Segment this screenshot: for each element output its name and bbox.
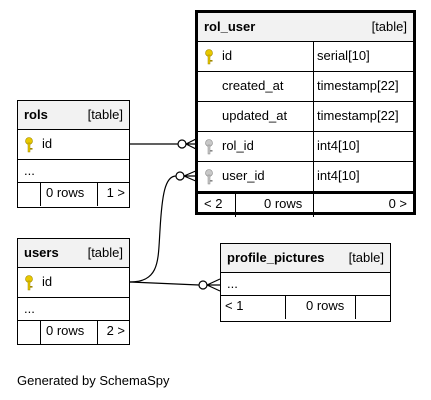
- generated-by-caption: Generated by SchemaSpy: [17, 373, 170, 388]
- column-type: timestamp[22]: [317, 108, 399, 123]
- table-tag: [table]: [87, 107, 123, 122]
- table-footer: 0 rows 2 >: [18, 321, 129, 344]
- children-link[interactable]: 1 >: [106, 185, 125, 200]
- table-users[interactable]: users [table] id ... 0 rows 2 >: [17, 238, 130, 345]
- more-columns-indicator: ...: [18, 298, 129, 321]
- column-name: id: [42, 136, 53, 151]
- column-row: created_at timestamp[22]: [198, 72, 413, 102]
- table-tag: [table]: [87, 245, 123, 260]
- table-header: users [table]: [18, 239, 129, 268]
- column-type: int4[10]: [317, 138, 360, 153]
- more-columns-indicator: ...: [18, 160, 129, 183]
- users-link-circle: [175, 171, 185, 181]
- children-link[interactable]: 2 >: [106, 323, 125, 338]
- table-name: users: [24, 245, 59, 260]
- primary-key-icon: [205, 49, 213, 65]
- column-divider: [313, 132, 314, 161]
- users-to-profile-pictures-line: [129, 281, 200, 286]
- table-tag: [table]: [371, 19, 407, 34]
- table-footer: 0 rows 1 >: [18, 183, 129, 206]
- column-name: created_at: [222, 78, 284, 93]
- column-row: rol_id int4[10]: [198, 132, 413, 162]
- footer-divider: [97, 321, 98, 344]
- table-name: rols: [24, 107, 48, 122]
- table-name: profile_pictures: [227, 250, 325, 265]
- table-tag: [table]: [348, 250, 384, 265]
- ellipsis-text: ...: [24, 301, 35, 316]
- profile-link-crowfoot: [206, 278, 221, 292]
- table-header: profile_pictures [table]: [221, 244, 390, 273]
- row-count: 0 rows: [306, 298, 345, 313]
- row-count: 0 rows: [46, 323, 85, 338]
- table-header: rol_user [table]: [198, 13, 413, 42]
- row-count: 0 rows: [46, 185, 85, 200]
- column-row: id: [18, 268, 129, 298]
- footer-divider: [355, 296, 356, 319]
- footer-divider: [235, 194, 236, 217]
- column-type: serial[10]: [317, 48, 370, 63]
- column-divider: [313, 42, 314, 71]
- children-link[interactable]: 0 >: [388, 196, 407, 211]
- primary-key-icon: [25, 137, 33, 153]
- ellipsis-text: ...: [227, 276, 238, 291]
- column-name: updated_at: [222, 108, 288, 123]
- column-divider: [313, 72, 314, 101]
- row-count: 0 rows: [264, 196, 303, 211]
- column-row: user_id int4[10]: [198, 162, 413, 194]
- column-row: id serial[10]: [198, 42, 413, 72]
- ellipsis-text: ...: [24, 163, 35, 178]
- table-rol-user[interactable]: rol_user [table] id serial[10] created_a…: [195, 10, 416, 217]
- foreign-key-icon: [205, 139, 213, 155]
- footer-divider: [97, 183, 98, 206]
- table-footer: < 2 0 rows 0 >: [198, 194, 413, 217]
- users-to-rol-user-line: [129, 175, 177, 283]
- column-divider: [313, 162, 314, 191]
- footer-divider: [285, 296, 286, 319]
- column-row: id: [18, 130, 129, 160]
- parents-link[interactable]: < 2: [204, 196, 223, 211]
- footer-divider: [40, 321, 41, 344]
- table-name: rol_user: [204, 19, 256, 34]
- more-columns-indicator: ...: [221, 273, 390, 296]
- table-profile-pictures[interactable]: profile_pictures [table] ... < 1 0 rows: [220, 243, 391, 322]
- table-rols[interactable]: rols [table] id ... 0 rows 1 >: [17, 100, 130, 208]
- column-type: timestamp[22]: [317, 78, 399, 93]
- primary-key-icon: [25, 275, 33, 291]
- table-footer: < 1 0 rows: [221, 296, 390, 319]
- column-divider: [313, 102, 314, 131]
- parents-link[interactable]: < 1: [225, 298, 244, 313]
- footer-divider: [40, 183, 41, 206]
- column-name: id: [222, 48, 233, 63]
- column-name: id: [42, 274, 53, 289]
- profile-link-circle: [198, 280, 208, 290]
- rols-link-circle: [177, 139, 187, 149]
- column-type: int4[10]: [317, 168, 360, 183]
- column-name: user_id: [222, 168, 265, 183]
- column-name: rol_id: [222, 138, 254, 153]
- foreign-key-icon: [205, 169, 213, 185]
- footer-divider: [313, 194, 314, 217]
- column-row: updated_at timestamp[22]: [198, 102, 413, 132]
- table-header: rols [table]: [18, 101, 129, 130]
